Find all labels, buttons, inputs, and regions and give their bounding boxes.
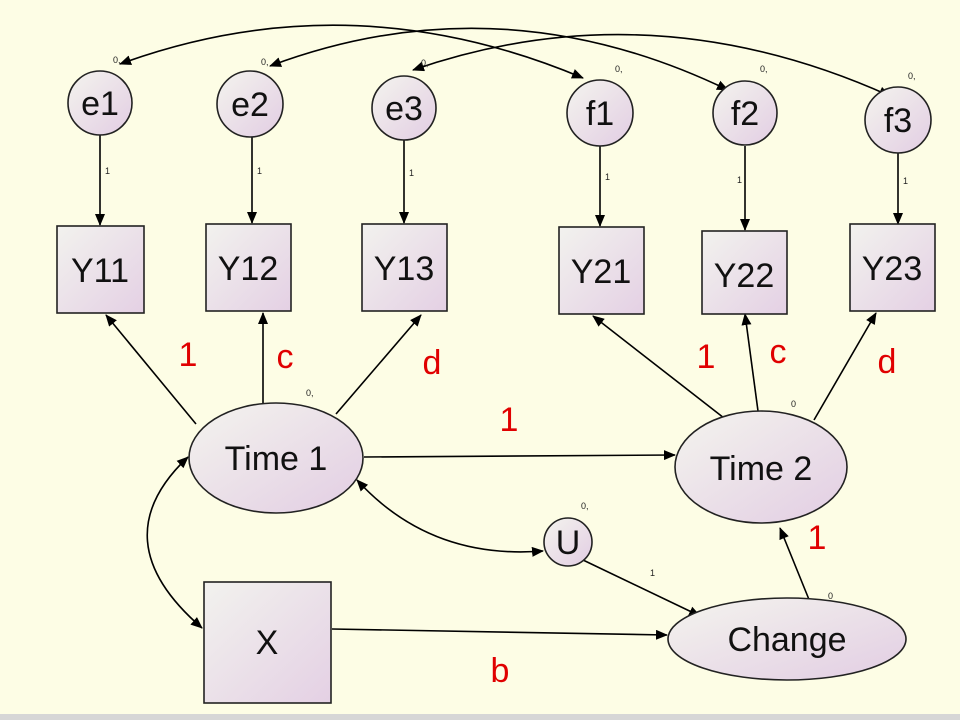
label-f2-path: 1 [737,175,742,185]
path-time1-time2 [363,450,676,461]
label-f2-variance: 0, [760,64,768,74]
node-f3-label: f3 [884,102,912,140]
node-y21-label: Y21 [571,253,632,291]
node-y22-label: Y22 [714,257,775,295]
label-e2-variance: 0, [261,57,269,67]
path-time2-y23 [813,312,877,421]
label-change-mean: 0 [828,591,833,601]
label-path-time1-y13: d [423,344,442,382]
node-x-label: X [256,624,279,662]
node-time1[interactable]: Time 1 [188,402,364,514]
node-y23[interactable]: Y23 [849,223,936,312]
node-change-label: Change [727,621,846,659]
label-u-path: 1 [650,568,655,578]
label-u-variance: 0, [581,501,589,511]
cov-e3-f3 [412,33,891,97]
node-x[interactable]: X [203,581,332,704]
node-y21[interactable]: Y21 [558,226,645,315]
path-time1-y11 [105,314,197,425]
label-path-time1-time2: 1 [500,401,519,439]
node-y11[interactable]: Y11 [56,225,145,314]
label-e3-path: 1 [409,168,414,178]
node-u[interactable]: U [543,517,593,567]
node-e3-label: e3 [385,90,423,128]
label-time1-variance: 0, [306,388,314,398]
node-f1-label: f1 [586,95,614,133]
path-x-change [331,628,668,640]
node-time1-label: Time 1 [225,440,328,478]
node-y13[interactable]: Y13 [361,223,448,312]
cov-time1-u [356,479,544,557]
label-path-time2-y22: c [770,333,787,371]
path-time2-y21 [592,315,725,419]
node-u-label: U [556,524,581,562]
label-path-time1-y12: c [277,338,294,376]
node-f2-label: f2 [731,95,759,133]
node-time2[interactable]: Time 2 [674,410,848,524]
node-e3[interactable]: e3 [371,75,437,141]
node-f3[interactable]: f3 [864,86,932,154]
node-y11-label: Y11 [71,252,129,290]
label-time2-mean: 0 [791,399,796,409]
label-f1-path: 1 [605,172,610,182]
label-e3-variance: 0, [421,58,429,68]
node-y22[interactable]: Y22 [701,230,788,315]
path-time2-y22 [741,313,759,412]
node-y13-label: Y13 [374,250,435,288]
label-f3-variance: 0, [908,71,916,81]
node-change[interactable]: Change [667,597,907,681]
label-path-time2-y21: 1 [697,338,716,376]
label-path-x-change: b [491,652,510,690]
path-u-change [582,559,701,617]
label-f3-path: 1 [903,176,908,186]
label-e1-path: 1 [105,166,110,176]
cov-time1-x [146,456,203,629]
node-time2-label: Time 2 [710,450,813,488]
path-change-time2 [779,527,811,603]
label-e1-variance: 0, [113,55,121,65]
label-path-change-time2: 1 [808,519,827,557]
cov-e2-f2 [269,27,729,91]
node-y12[interactable]: Y12 [205,223,292,312]
bottom-bar [0,714,960,720]
node-e1[interactable]: e1 [67,70,133,136]
cov-e1-f1 [119,24,584,79]
node-y12-label: Y12 [218,250,279,288]
path-time1-y13 [335,314,422,415]
node-e2-label: e2 [231,86,269,124]
label-f1-variance: 0, [615,64,623,74]
node-e1-label: e1 [81,85,119,123]
label-path-time2-y23: d [878,343,897,381]
node-f1[interactable]: f1 [566,79,634,147]
node-f2[interactable]: f2 [712,80,778,146]
node-e2[interactable]: e2 [216,70,284,138]
node-y23-label: Y23 [862,250,923,288]
label-path-time1-y11: 1 [179,336,198,374]
label-e2-path: 1 [257,166,262,176]
